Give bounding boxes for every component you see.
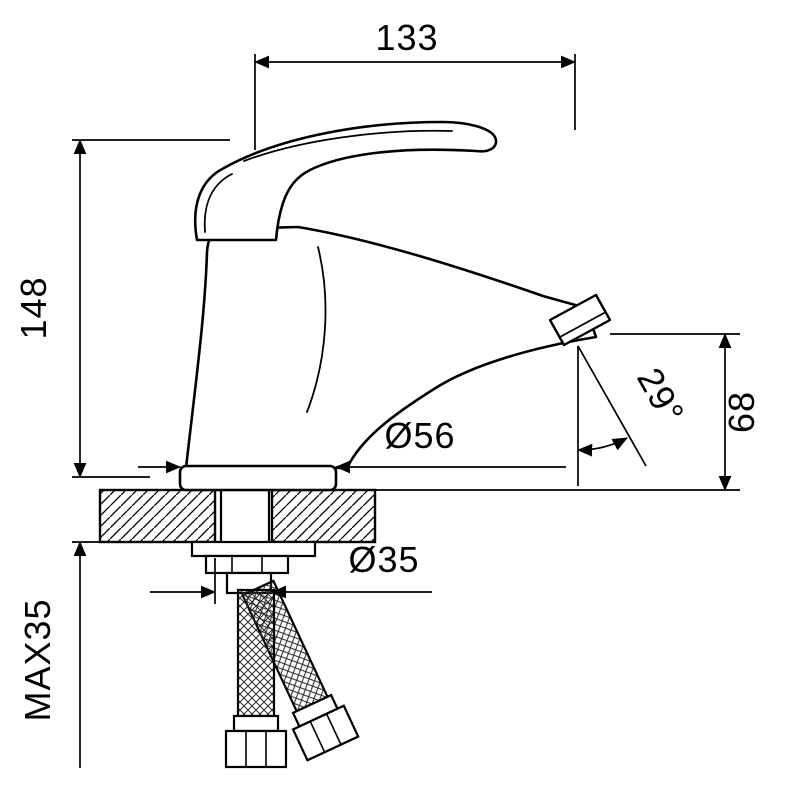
dim-label-spout-reach: 133	[375, 17, 438, 58]
hose-collar	[232, 714, 280, 733]
body-contour-line	[306, 246, 327, 413]
aerator-face-line	[559, 312, 605, 338]
supply-hose-straight	[224, 588, 288, 769]
dim-label-base-diameter: Ø56	[384, 415, 455, 456]
spout-aerator	[548, 293, 612, 347]
dimensions-layer: 133 148 Ø56 68 Ø35 MAX35	[13, 17, 762, 768]
dim-outlet-height: 68	[375, 332, 762, 492]
mounting-nut	[204, 554, 290, 575]
faucet-base	[178, 464, 338, 492]
dim-hole-diameter: Ø35	[150, 539, 432, 604]
countertop-cross-section-left	[98, 488, 217, 544]
dim-height: 148	[13, 138, 230, 479]
dim-base-diameter: Ø56	[138, 415, 566, 474]
hose-end-nut-angled	[291, 704, 360, 762]
faucet	[178, 120, 612, 492]
nut-facet-line	[325, 713, 342, 745]
dim-label-stream-angle: 29°	[629, 361, 693, 431]
mounting-assembly	[98, 488, 377, 595]
dim-label-hole-diameter: Ø35	[348, 539, 419, 580]
water-stream-angle: 29°	[576, 345, 693, 486]
dim-label-outlet-height: 68	[721, 391, 762, 433]
hose-end-nut-straight	[224, 729, 288, 769]
dim-max-thickness: MAX35	[17, 540, 128, 768]
faucet-handle-lever	[193, 120, 498, 242]
dim-label-max-thickness: MAX35	[17, 598, 58, 721]
dim-spout-reach: 133	[253, 17, 577, 150]
nut-facet-line	[309, 721, 326, 753]
stream-direction-line	[577, 345, 647, 467]
faucet-body	[184, 225, 598, 470]
mounting-washer	[190, 540, 317, 558]
angle-arc	[576, 437, 628, 457]
dim-label-height: 148	[13, 276, 54, 339]
lever-contour-line	[243, 129, 453, 162]
braided-hose	[236, 588, 276, 718]
countertop-cross-section-right	[270, 488, 377, 544]
handle-contour-line	[203, 173, 233, 233]
